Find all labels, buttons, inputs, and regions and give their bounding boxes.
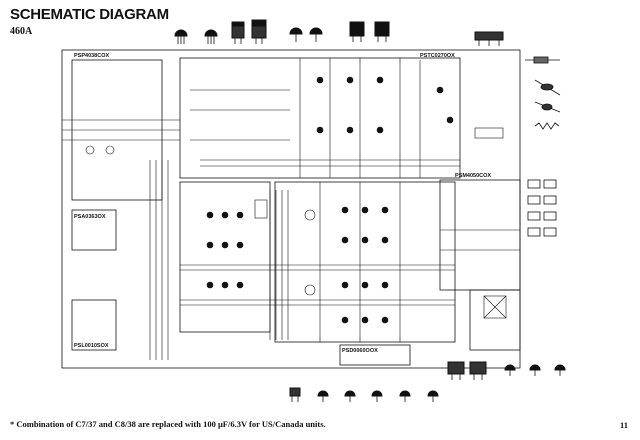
component-clusters xyxy=(85,76,507,324)
board-label-b2: PSTC0270OX xyxy=(420,53,455,59)
board-label-b1: PSP4038COX xyxy=(74,53,109,59)
footnote: * Combination of C7/37 and C8/38 are rep… xyxy=(10,419,326,429)
page-number: 11 xyxy=(619,420,628,430)
schematic-frame xyxy=(61,49,521,369)
board-label-b4: PSA0363OX xyxy=(74,214,106,220)
board-label-b6: PSD0060OOX xyxy=(342,348,378,354)
board-label-b5: PSL0010SOX xyxy=(74,343,109,349)
board-label-b3: PSM4050COX xyxy=(455,173,491,179)
model-number: 460A xyxy=(10,26,33,37)
page-title: SCHEMATIC DIAGRAM xyxy=(10,6,169,23)
legend-symbols xyxy=(525,56,561,237)
wiring-bus xyxy=(62,58,520,360)
top-component-row xyxy=(174,19,504,46)
bottom-component-row xyxy=(289,361,566,402)
